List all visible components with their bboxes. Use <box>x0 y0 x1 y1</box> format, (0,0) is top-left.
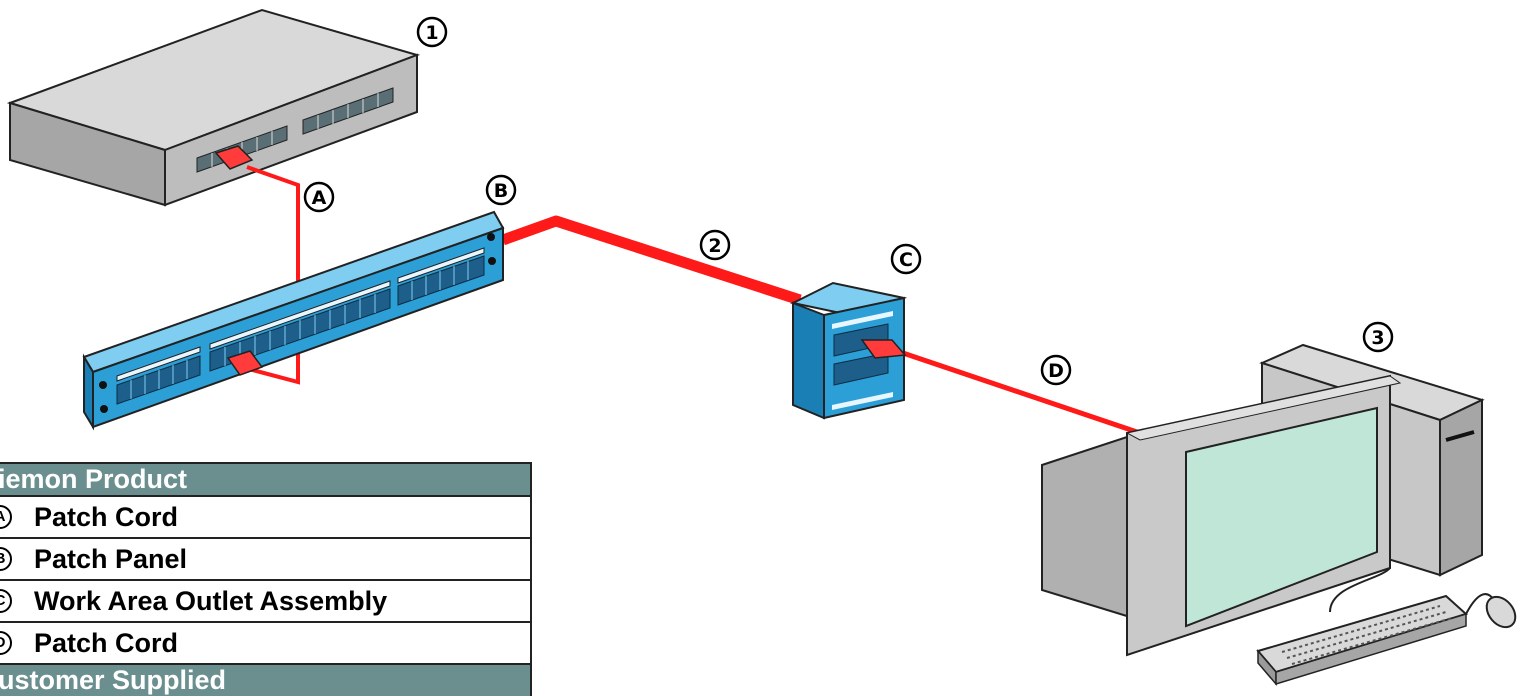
svg-text:2: 2 <box>708 235 721 257</box>
legend-letter-d: D <box>0 631 12 655</box>
legend-row: A Patch Cord <box>0 497 530 539</box>
legend-row: D Patch Cord <box>0 623 530 665</box>
rj45-plug-panel <box>226 350 264 376</box>
legend-letter-b: B <box>0 547 12 571</box>
rj45-plug-outlet <box>860 339 907 359</box>
marker-c: C <box>890 243 922 275</box>
svg-text:C: C <box>899 249 913 271</box>
legend-label: Work Area Outlet Assembly <box>34 586 388 616</box>
legend-letter-c: C <box>0 589 12 613</box>
keyboard <box>1256 594 1468 687</box>
work-area-outlet <box>789 281 908 420</box>
legend-row: B Patch Panel <box>0 539 530 581</box>
svg-text:3: 3 <box>1371 327 1384 349</box>
legend-row: C Work Area Outlet Assembly <box>0 581 530 623</box>
rj45-plug-switch <box>214 145 254 170</box>
marker-2: 2 <box>699 229 731 261</box>
legend-table: iemon Product A Patch Cord B Patch Panel… <box>0 462 532 696</box>
svg-text:B: B <box>494 180 508 202</box>
svg-text:1: 1 <box>425 22 438 44</box>
monitor-screen <box>1185 406 1378 628</box>
patch-cord-d <box>899 349 1141 436</box>
marker-d: D <box>1040 354 1072 386</box>
legend-header-customer: ustomer Supplied <box>0 665 530 696</box>
computer <box>1041 343 1517 687</box>
svg-text:D: D <box>1048 360 1064 382</box>
network-switch <box>6 8 421 207</box>
legend-header-siemon: iemon Product <box>0 464 530 497</box>
legend-label: Patch Cord <box>34 502 179 532</box>
marker-3: 3 <box>1362 321 1394 353</box>
marker-b: B <box>485 174 517 206</box>
legend-label: Patch Cord <box>34 628 179 658</box>
legend-letter-a: A <box>0 505 12 529</box>
marker-1: 1 <box>416 16 448 48</box>
marker-a: A <box>303 181 335 213</box>
mouse <box>1485 595 1517 629</box>
legend-label: Patch Panel <box>34 544 188 574</box>
horizontal-cable <box>501 215 802 306</box>
svg-text:A: A <box>312 187 327 209</box>
patch-panel <box>82 210 505 431</box>
